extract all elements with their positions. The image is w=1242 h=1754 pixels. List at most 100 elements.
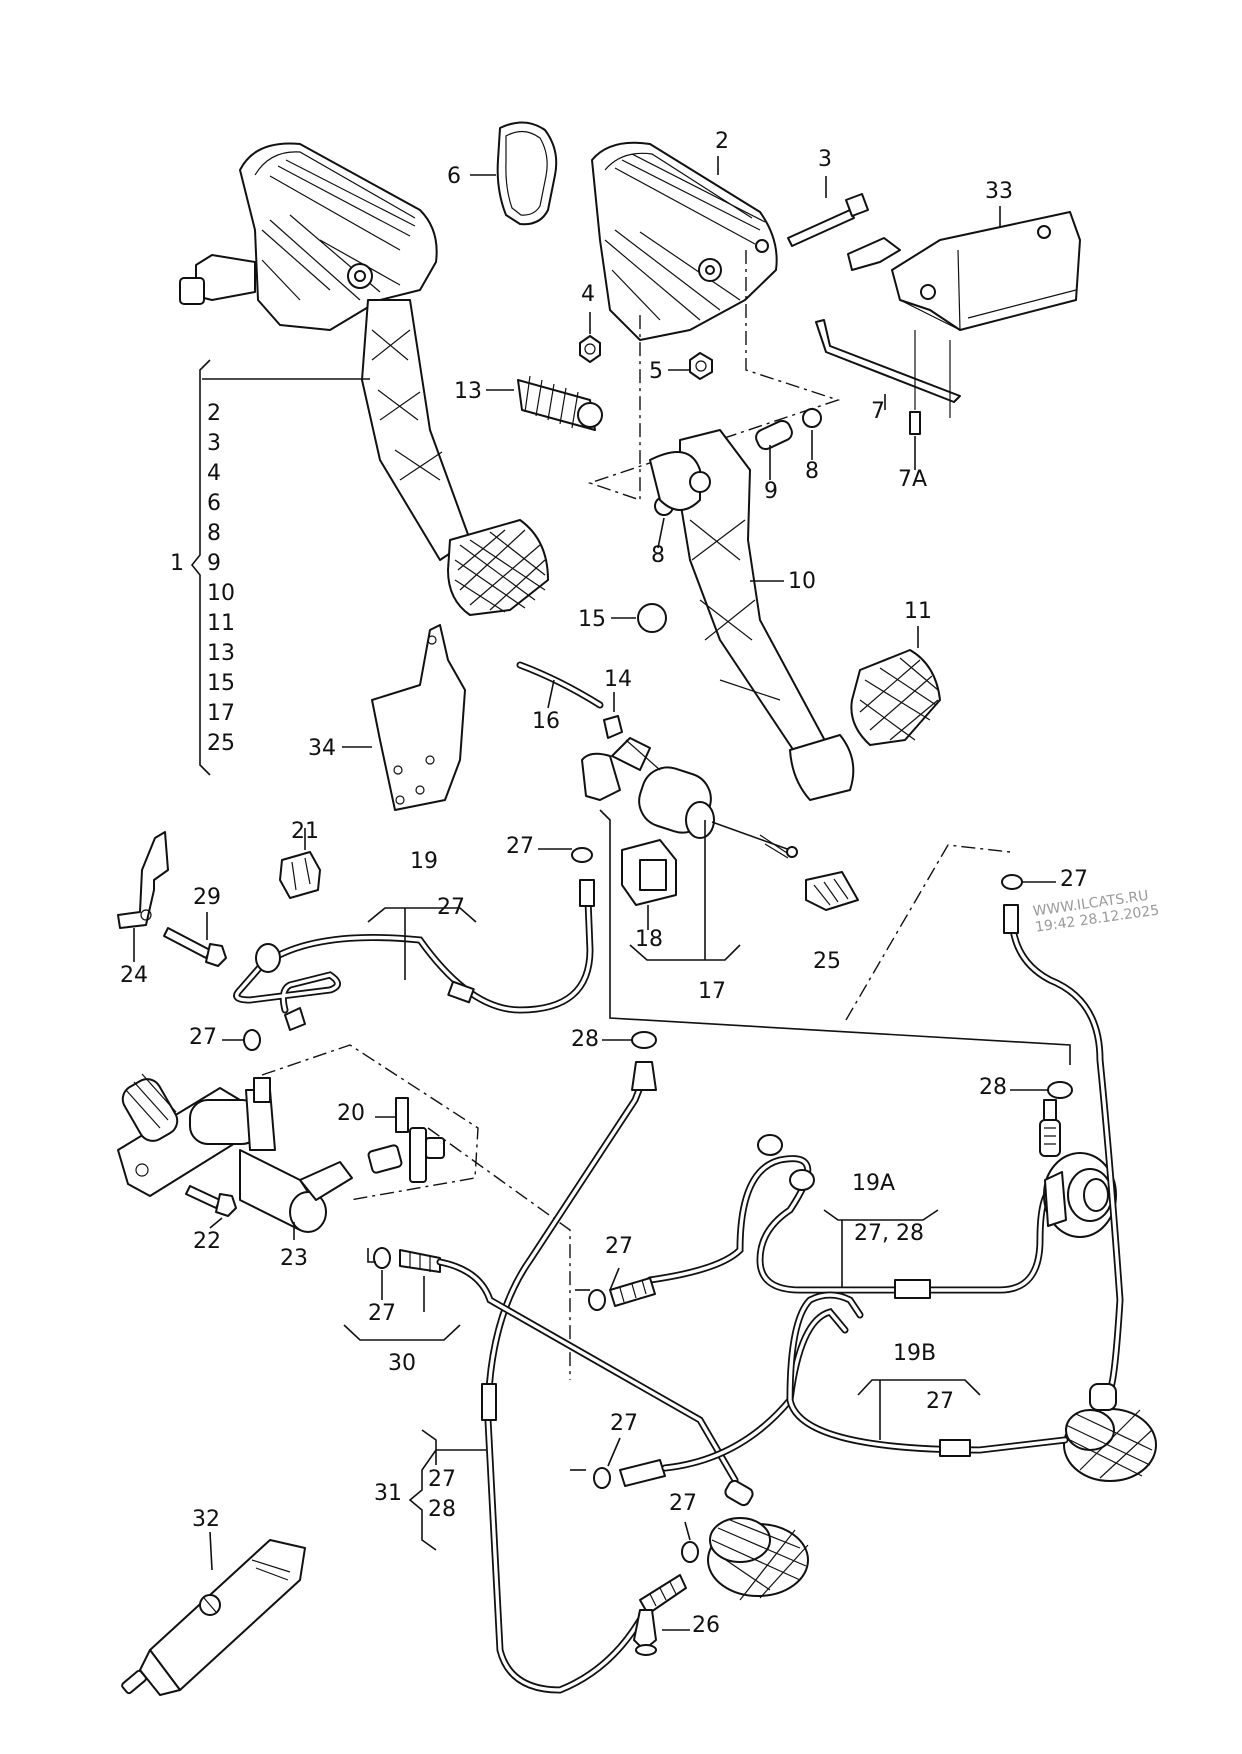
callout-27c: 27 (1060, 867, 1088, 892)
grease-tube-32 (121, 1531, 306, 1696)
callout-32: 32 (192, 1507, 220, 1532)
callout-7a: 7A (898, 467, 927, 492)
kit-1-label: 1 (170, 551, 184, 576)
pedal-assembly-left (179, 142, 549, 616)
callout-27d: 27 (189, 1025, 217, 1050)
kit-1-brace (190, 359, 211, 776)
callout-26: 26 (692, 1613, 720, 1638)
release-bearing-bottom (707, 1479, 809, 1601)
clip-26 (633, 1609, 690, 1656)
o-ring-27g (588, 1289, 606, 1311)
kit-1-item: 15 (207, 671, 235, 696)
hose-19A (646, 1155, 1054, 1294)
bearing-8a (802, 408, 822, 428)
kit-1-item: 25 (207, 731, 235, 756)
o-ring-27a (571, 847, 593, 863)
bolt-29 (163, 912, 227, 967)
callout-30: 30 (388, 1351, 416, 1376)
line-31 (484, 1071, 649, 1694)
callout-27a: 27 (506, 834, 534, 859)
clip-14 (603, 715, 623, 739)
callout-22: 22 (193, 1229, 221, 1254)
kit-1-item: 13 (207, 641, 235, 666)
callout-31-28: 28 (428, 1497, 456, 1522)
callout-27g: 27 (926, 1389, 954, 1414)
callout-5: 5 (649, 359, 663, 384)
o-ring-28b (1047, 1081, 1073, 1099)
kit-1-item: 9 (207, 551, 221, 576)
switch-18 (621, 839, 677, 930)
bracket-34 (342, 624, 466, 811)
release-bearing-19B (1063, 1383, 1157, 1482)
kit-1-item: 2 (207, 401, 221, 426)
callout-10: 10 (788, 569, 816, 594)
callout-27i: 27 (669, 1491, 697, 1516)
callout-27b: 27 (437, 895, 465, 920)
kit-1-item: 10 (207, 581, 235, 606)
pedal-bracket-2 (591, 141, 778, 341)
callout-14: 14 (604, 667, 632, 692)
o-ring-28a (631, 1031, 657, 1049)
callout-23: 23 (280, 1246, 308, 1271)
callout-19b: 19B (893, 1341, 936, 1366)
callout-4: 4 (581, 282, 595, 307)
connector-25 (805, 871, 859, 911)
callout-6: 6 (447, 164, 461, 189)
o-ring-27d (373, 1247, 391, 1269)
clip-21 (279, 828, 321, 899)
o-ring-27c (243, 1029, 261, 1051)
slave-cylinder-23 (117, 1073, 353, 1240)
callout-11: 11 (904, 599, 932, 624)
callout-9: 9 (764, 479, 778, 504)
kit-1-item: 11 (207, 611, 235, 636)
callout-8b: 8 (651, 543, 665, 568)
nut-5 (689, 352, 713, 380)
kit-1-list: 2 3 4 6 8 9 10 11 13 15 17 25 (207, 401, 235, 756)
callout-25b: 25 (813, 949, 841, 974)
callout-27e: 27 (605, 1234, 633, 1259)
bolt-22 (185, 1185, 237, 1229)
callout-21: 21 (291, 819, 319, 844)
pedal-10 (649, 429, 855, 801)
callout-17: 17 (698, 979, 726, 1004)
callout-33: 33 (985, 179, 1013, 204)
bracket-24 (117, 831, 169, 929)
rod-7 (815, 319, 961, 403)
release-bearing-right (1039, 1099, 1117, 1238)
bolt-3 (787, 176, 869, 247)
callout-2: 2 (715, 129, 729, 154)
callout-19: 19 (410, 849, 438, 874)
kit-1-item: 4 (207, 461, 221, 486)
callout-27f: 27 (368, 1301, 396, 1326)
callout-28b: 28 (979, 1075, 1007, 1100)
o-ring-27e (681, 1541, 699, 1563)
callout-20: 20 (337, 1101, 365, 1126)
kit-1-item: 6 (207, 491, 221, 516)
callout-31-27: 27 (428, 1467, 456, 1492)
master-cylinder-17 (581, 737, 798, 859)
callout-7: 7 (871, 399, 885, 424)
callout-27h: 27 (610, 1411, 638, 1436)
callout-19a: 19A (852, 1171, 895, 1196)
kit-1-item: 17 (207, 701, 235, 726)
bleed-fitting-20 (367, 1097, 445, 1183)
kit-1-item: 3 (207, 431, 221, 456)
callout-31: 31 (374, 1481, 402, 1506)
callout-29: 29 (193, 885, 221, 910)
callout-15: 15 (578, 607, 606, 632)
spring-13 (486, 375, 603, 431)
callout-3: 3 (818, 147, 832, 172)
callout-16: 16 (532, 709, 560, 734)
callout-8a: 8 (805, 459, 819, 484)
callout-13: 13 (454, 379, 482, 404)
nut-4 (579, 335, 601, 363)
callout-27-28: 27, 28 (854, 1221, 924, 1246)
pad-11 (850, 626, 941, 746)
callout-34: 34 (308, 736, 336, 761)
bushing-9 (755, 419, 793, 451)
kit-1-item: 8 (207, 521, 221, 546)
o-ring-27b (1001, 874, 1023, 890)
callout-18: 18 (635, 927, 663, 952)
callout-28a: 28 (571, 1027, 599, 1052)
